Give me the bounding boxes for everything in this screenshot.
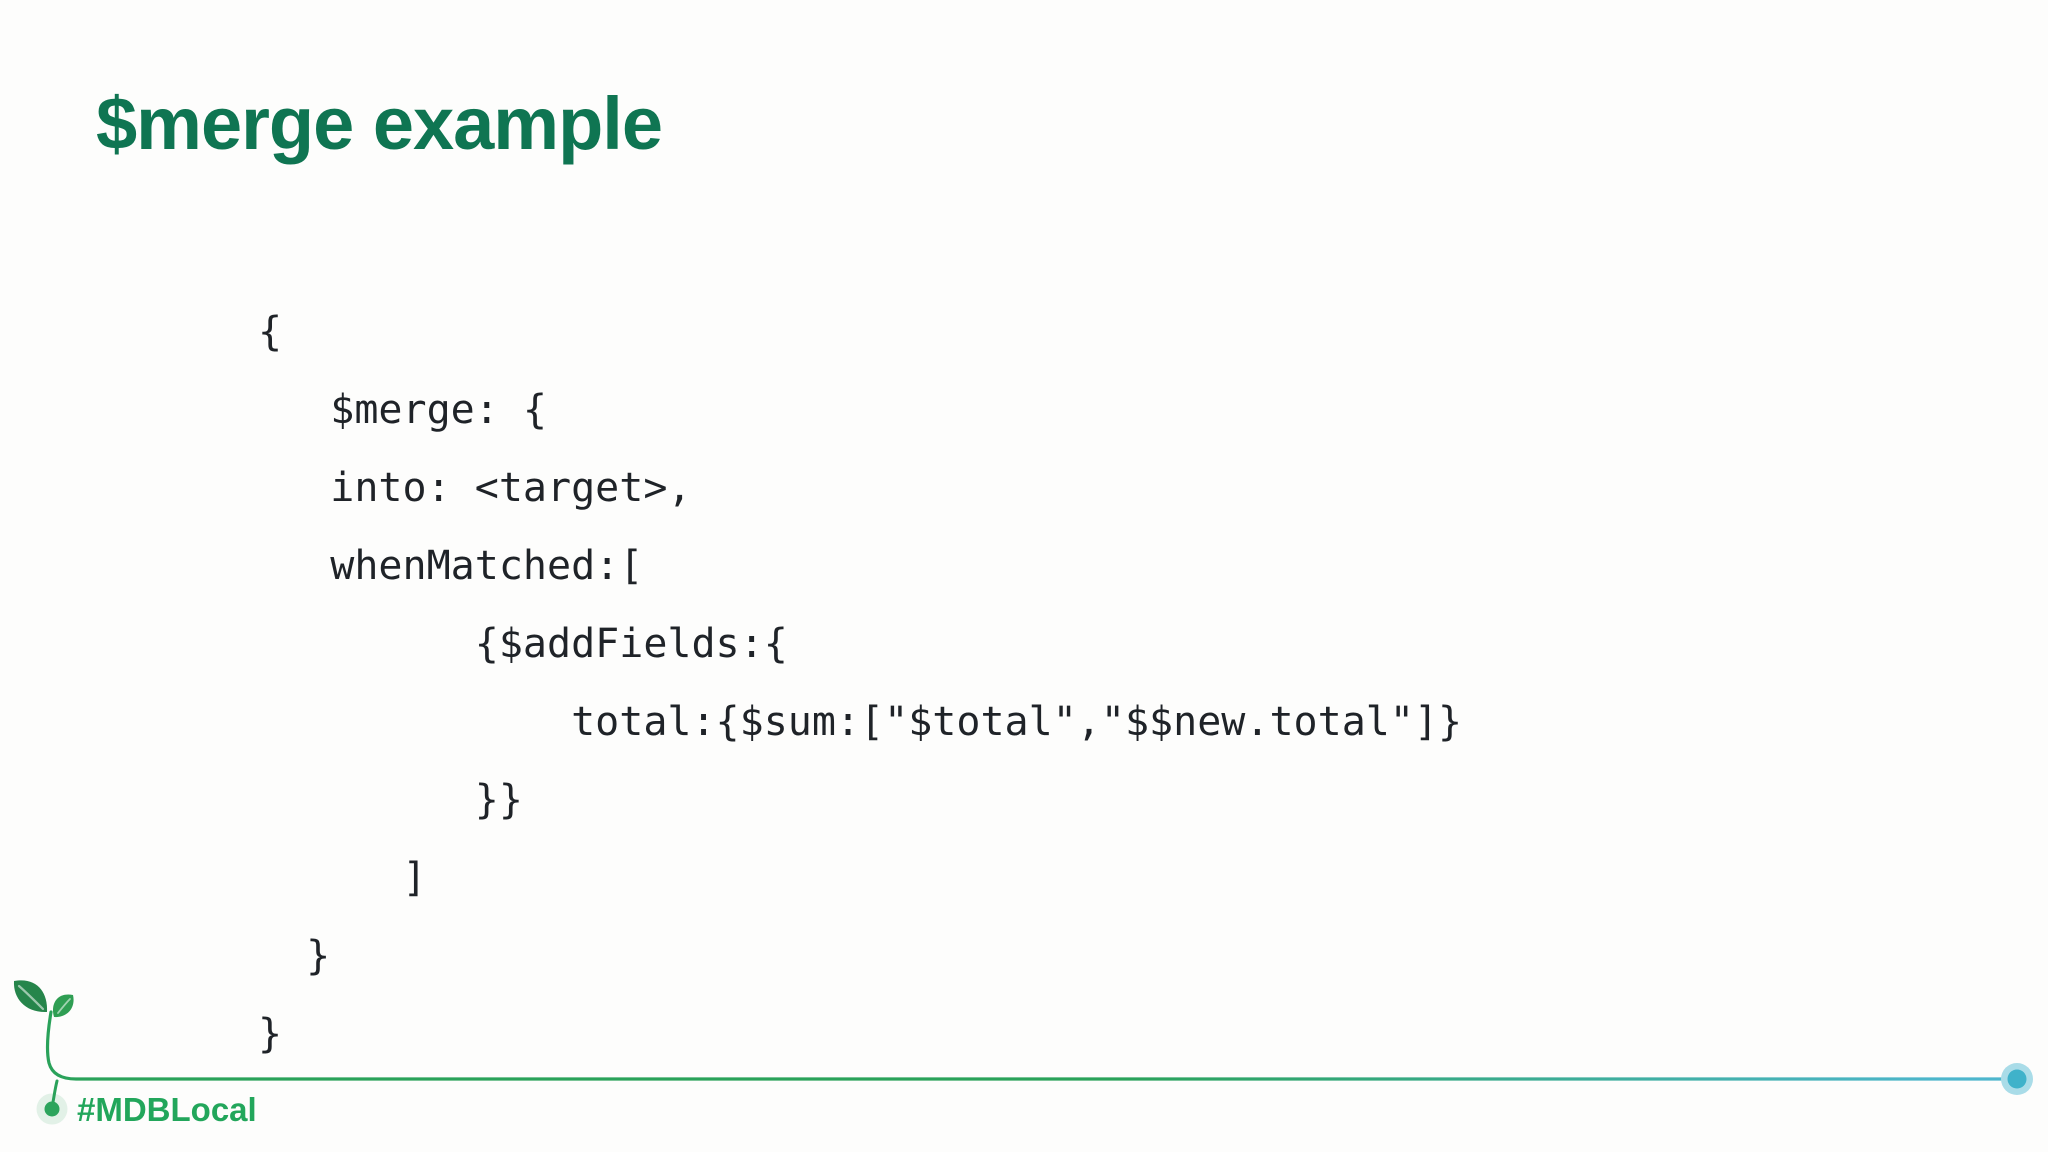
code-block: { $merge: { into: <target>, whenMatched:… [258, 309, 1463, 1057]
line-end-dot [2001, 1063, 2033, 1095]
slide-title: $merge example [96, 82, 663, 165]
sprout-root-stem [51, 1079, 59, 1104]
sprout-leaf-small-vein [57, 998, 71, 1014]
sprout-leaf-small [52, 994, 74, 1018]
sprout-leaf-large-vein [17, 984, 45, 1011]
hashtag-label: #MDBLocal [77, 1091, 257, 1128]
line-end-dot-core [2007, 1069, 2027, 1089]
sprout-dot [44, 1101, 60, 1117]
sprout-dot-halo [36, 1093, 68, 1125]
sprout-icon [13, 980, 74, 1125]
sprout-leaf-large [13, 980, 48, 1013]
line-end-dot-halo [2001, 1063, 2033, 1095]
